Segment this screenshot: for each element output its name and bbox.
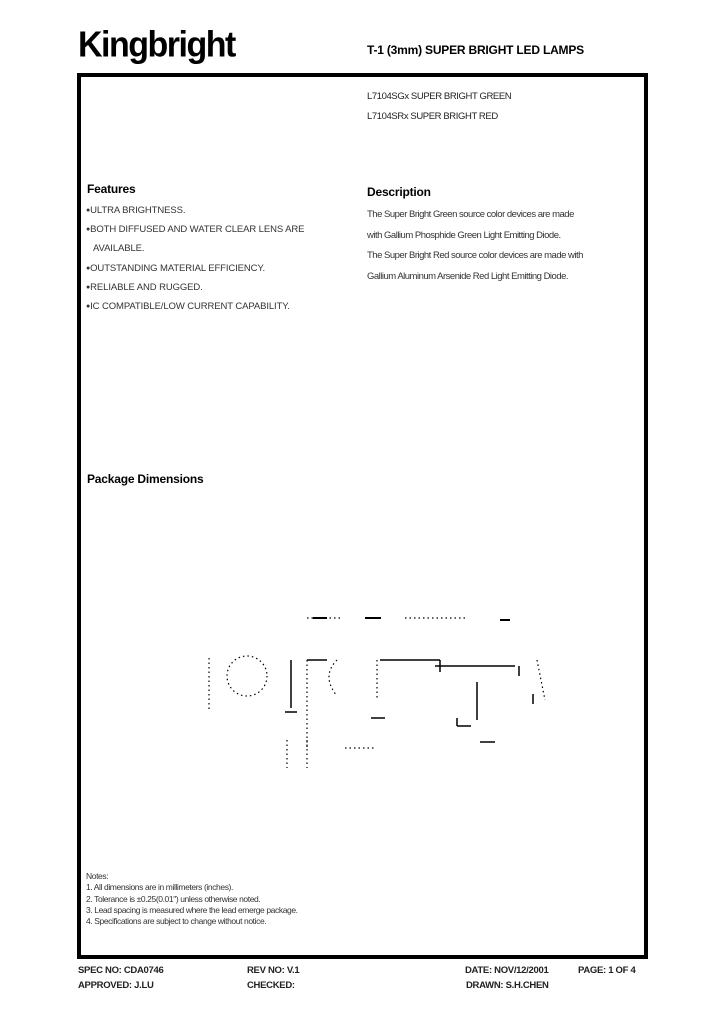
features-list: ●ULTRA BRIGHTNESS. ●BOTH DIFFUSED AND WA… <box>86 201 304 316</box>
note-item: 3. Lead spacing is measured where the le… <box>86 904 298 915</box>
note-item: 4. Specifications are subject to change … <box>86 916 267 927</box>
feature-item-continuation: AVAILABLE. <box>93 243 145 255</box>
drawn-by: DRAWN: S.H.CHEN <box>466 980 549 991</box>
content-frame <box>77 73 648 959</box>
approved-by: APPROVED: J.LU <box>78 980 154 991</box>
note-item: 2. Tolerance is ±0.25(0.01") unless othe… <box>86 893 261 904</box>
checked-by: CHECKED: <box>247 980 295 991</box>
brand-logo: Kingbright <box>78 25 236 65</box>
feature-item: ●OUTSTANDING MATERIAL EFFICIENCY. <box>86 262 265 274</box>
bullet-icon: ● <box>86 264 91 272</box>
description-line: The Super Bright Red source color device… <box>367 250 583 261</box>
description-line: Gallium Aluminum Arsenide Red Light Emit… <box>367 270 569 282</box>
page-number: PAGE: 1 OF 4 <box>578 965 636 976</box>
package-dimensions-heading: Package Dimensions <box>87 472 204 486</box>
bullet-icon: ● <box>86 207 91 214</box>
description-heading: Description <box>367 185 431 199</box>
drawing-lines <box>208 617 546 768</box>
revision-number: REV NO: V.1 <box>247 965 300 976</box>
bullet-icon: ● <box>86 303 91 311</box>
feature-item: ●BOTH DIFFUSED AND WATER CLEAR LENS ARE <box>86 224 305 236</box>
feature-item: ●RELIABLE AND RUGGED. <box>86 281 203 293</box>
feature-item: ●ULTRA BRIGHTNESS. <box>86 205 186 216</box>
notes-section: Notes: 1. All dimensions are in millimet… <box>86 871 298 927</box>
part-number-red: L7104SRx SUPER BRIGHT RED <box>367 111 498 122</box>
notes-heading: Notes: <box>86 871 109 881</box>
description-line: The Super Bright Green source color devi… <box>367 209 574 220</box>
bullet-icon: ● <box>86 226 91 234</box>
feature-item: ●IC COMPATIBLE/LOW CURRENT CAPABILITY. <box>86 301 290 313</box>
package-dimension-drawing <box>208 617 546 768</box>
document-title: T-1 (3mm) SUPER BRIGHT LED LAMPS <box>367 43 584 57</box>
note-item: 1. All dimensions are in millimeters (in… <box>86 882 233 893</box>
features-heading: Features <box>87 182 136 196</box>
part-number-green: L7104SGx SUPER BRIGHT GREEN <box>367 91 512 102</box>
spec-number: SPEC NO: CDA0746 <box>78 965 164 976</box>
document-date: DATE: NOV/12/2001 <box>465 965 549 976</box>
description-body: The Super Bright Green source color devi… <box>367 205 583 287</box>
bullet-icon: ● <box>86 283 91 291</box>
description-line: with Gallium Phosphide Green Light Emitt… <box>367 229 561 241</box>
